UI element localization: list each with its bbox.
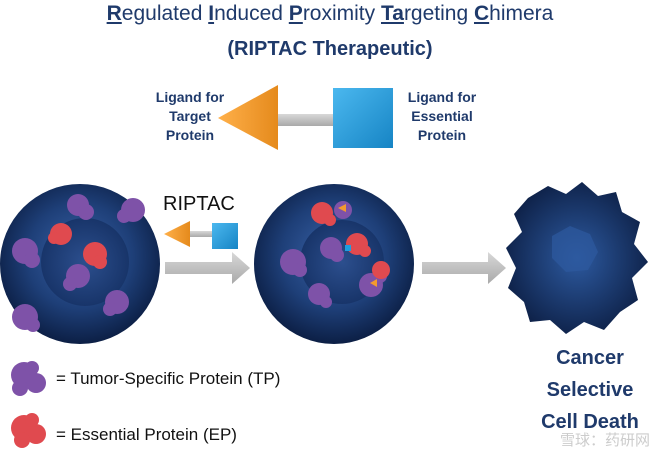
ligand-essential-line-1: Ligand for (407, 89, 477, 105)
ligand-essential-label: Ligand for Essential Protein (392, 88, 492, 145)
ep-proteins-2 (311, 202, 390, 279)
linker-bar (270, 114, 336, 126)
title-line-2: (RIPTAC Therapeutic) (227, 38, 433, 60)
title-word-rest: egulated (121, 2, 209, 25)
outcome-line-2: Selective (546, 379, 634, 401)
ligand-target-line-3: Protein (165, 127, 215, 143)
small-target-ligand-icon (164, 221, 190, 247)
cell-before-treatment (0, 184, 160, 344)
ligand-essential-line-3: Protein (417, 127, 467, 143)
ep-legend-icon (11, 413, 46, 448)
riptac-molecule-large (218, 85, 393, 150)
process-arrow-1 (165, 252, 250, 284)
title-word-rest: himera (489, 2, 554, 25)
title-initial: R (106, 2, 122, 25)
process-arrow-2 (422, 252, 506, 284)
legend-tp-text: = Tumor-Specific Protein (TP) (56, 369, 281, 388)
title-initial: I (208, 2, 215, 25)
small-essential-ligand-icon (212, 223, 238, 249)
cell-with-riptac (254, 184, 414, 344)
bound-riptacs (338, 204, 377, 287)
dead-cell-icon (506, 182, 648, 334)
title-initial: P (288, 2, 303, 25)
legend-ep-text: = Essential Protein (EP) (56, 425, 237, 444)
tp-proteins (12, 194, 145, 332)
outcome-line-3: Cell Death (541, 411, 639, 433)
essential-ligand-square-icon (333, 88, 393, 148)
target-ligand-triangle-icon (218, 85, 278, 150)
title-word-rest: roximity (302, 2, 381, 25)
title-line-1: Regulated Induced Proximity Targeting Ch… (0, 2, 660, 26)
ligand-target-label: Ligand for Target Protein (135, 88, 245, 145)
title-word-rest: rgeting (403, 2, 474, 25)
ligand-target-line-1: Ligand for (155, 89, 225, 105)
small-linker-bar (186, 231, 216, 237)
outcome-label: Cancer Selective Cell Death (520, 342, 660, 438)
outcome-line-1: Cancer (556, 347, 624, 369)
tp-legend-icon (11, 361, 46, 396)
ligand-essential-line-2: Essential (411, 108, 473, 124)
ligand-target-line-2: Target (169, 108, 211, 124)
riptac-molecule-small (164, 221, 238, 249)
riptac-label: RIPTAC (163, 193, 235, 215)
watermark: 雪球：药研网 (559, 432, 650, 449)
title-initial: C (473, 2, 490, 25)
title-initial: Ta (380, 2, 404, 25)
ep-proteins (48, 223, 107, 269)
title-word-rest: nduced (214, 2, 289, 25)
